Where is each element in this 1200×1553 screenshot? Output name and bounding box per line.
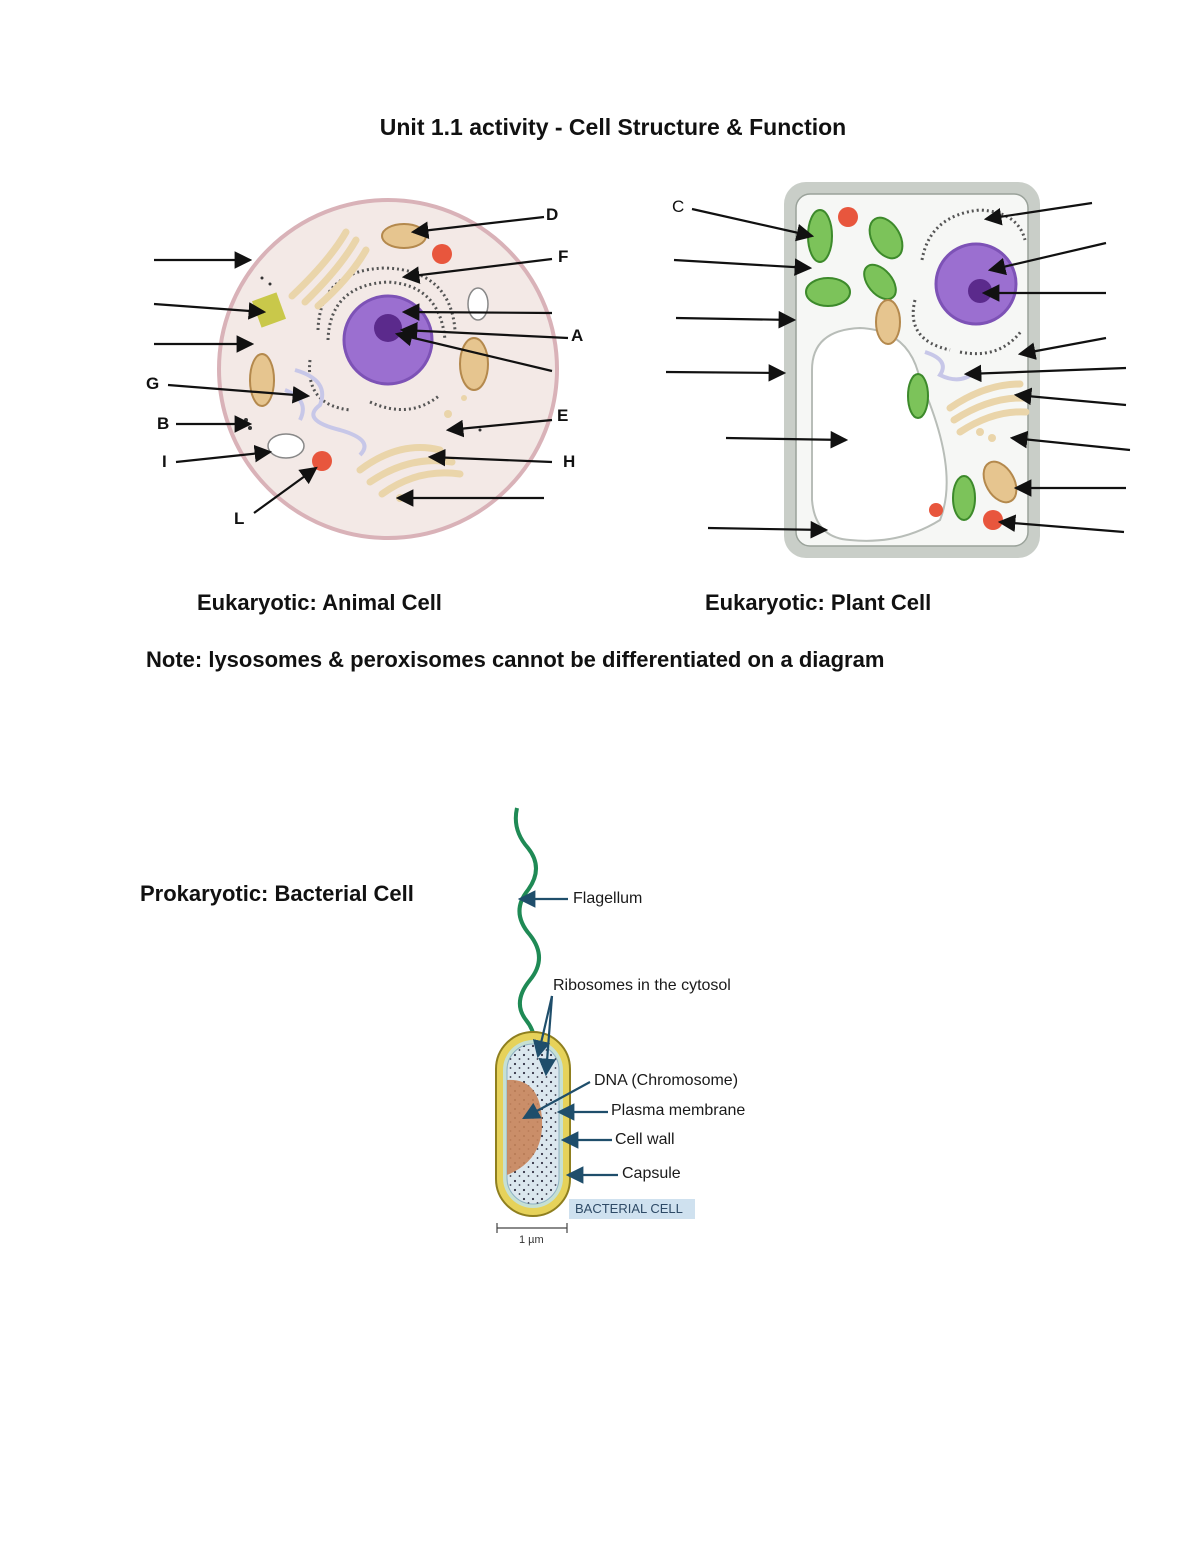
bacterial-cell-tag: BACTERIAL CELL <box>569 1199 695 1219</box>
plant-arrows <box>665 201 1131 539</box>
animal-nucleolus <box>374 314 402 342</box>
arrow-plant-right-1 <box>983 201 1093 226</box>
arrow-unlabeled-a1 <box>401 303 553 321</box>
plant-peroxisome-2 <box>929 503 943 517</box>
arrow-plant-right-9 <box>997 514 1125 534</box>
animal-cell-diagram <box>153 198 569 540</box>
plant-chloroplasts <box>805 209 976 521</box>
arrow-plant-right-2 <box>987 241 1107 276</box>
plant-cell-diagram <box>665 182 1131 558</box>
scale-label: 1 µm <box>519 1234 544 1246</box>
plant-nucleolus <box>968 279 992 303</box>
label-E: E <box>557 406 569 425</box>
plant-lysosome <box>983 510 1003 530</box>
label-D: D <box>546 205 559 224</box>
label-G: G <box>146 374 160 393</box>
arrow-L <box>253 466 318 514</box>
plant-mitochondrion-2 <box>982 460 1018 504</box>
arrow-D <box>410 215 545 239</box>
arrow-unlabeled-a5 <box>153 302 267 320</box>
arrow-E <box>445 418 553 438</box>
arrow-plant-left-2 <box>675 310 797 329</box>
animal-golgi-top <box>288 228 370 310</box>
arrow-A <box>399 321 569 340</box>
arrow-plant-left-3 <box>665 364 787 382</box>
animal-lysosome-1 <box>432 244 452 264</box>
label-capsule: Capsule <box>622 1165 681 1182</box>
arrow-plant-left-1 <box>673 258 813 276</box>
arrow-G <box>167 383 311 404</box>
label-C: C <box>672 197 685 216</box>
label-H: H <box>563 452 576 471</box>
arrow-C <box>691 207 815 242</box>
label-L: L <box>234 509 245 528</box>
arrow-I <box>175 444 273 464</box>
arrow-ribosomes-1 <box>532 995 554 1059</box>
arrow-plant-right-7 <box>1009 430 1131 452</box>
animal-vacuole <box>267 433 305 459</box>
plant-mitochondrion-1 <box>875 299 901 345</box>
plant-rough-er <box>911 208 1027 356</box>
bacteria-arrows <box>517 890 618 1184</box>
arrow-plant-left-5 <box>707 520 829 539</box>
bacteria-flagellum <box>513 807 541 1041</box>
arrow-plant-right-4 <box>1017 336 1107 360</box>
animal-lysosome-2 <box>312 451 332 471</box>
arrow-ribosomes-2 <box>538 995 556 1077</box>
arrow-plant-left-4 <box>725 430 849 449</box>
label-A: A <box>571 326 584 345</box>
arrow-F <box>401 257 553 284</box>
plant-cell-caption: Eukaryotic: Plant Cell <box>705 590 932 615</box>
animal-mitochondrion-3 <box>249 353 275 407</box>
arrow-plant-right-6 <box>1013 387 1127 407</box>
label-ribosomes: Ribosomes in the cytosol <box>553 977 731 994</box>
label-plasma-membrane: Plasma membrane <box>611 1102 746 1119</box>
label-cell-wall: Cell wall <box>615 1131 675 1148</box>
note-text: Note: lysosomes & peroxisomes cannot be … <box>146 647 885 672</box>
animal-mitochondrion-1 <box>381 223 427 249</box>
label-dna: DNA (Chromosome) <box>594 1072 739 1089</box>
arrow-H <box>427 448 553 467</box>
bacterial-cell-diagram <box>495 807 618 1233</box>
arrow-dna <box>522 1081 591 1120</box>
animal-vesicle <box>467 287 489 321</box>
page-title: Unit 1.1 activity - Cell Structure & Fun… <box>379 114 847 140</box>
label-I: I <box>162 452 167 471</box>
arrow-unlabeled-a2 <box>394 329 553 373</box>
label-flagellum: Flagellum <box>573 890 643 907</box>
animal-arrows <box>153 215 569 514</box>
animal-cell-caption: Eukaryotic: Animal Cell <box>197 590 442 615</box>
bacterial-cell-caption: Prokaryotic: Bacterial Cell <box>140 881 414 906</box>
plant-peroxisome-1 <box>838 207 858 227</box>
animal-mitochondrion-2 <box>459 337 489 391</box>
arrow-plant-right-5 <box>963 364 1127 383</box>
label-F: F <box>558 247 569 266</box>
label-B: B <box>157 414 170 433</box>
bacteria-scale-bar <box>496 1223 568 1233</box>
